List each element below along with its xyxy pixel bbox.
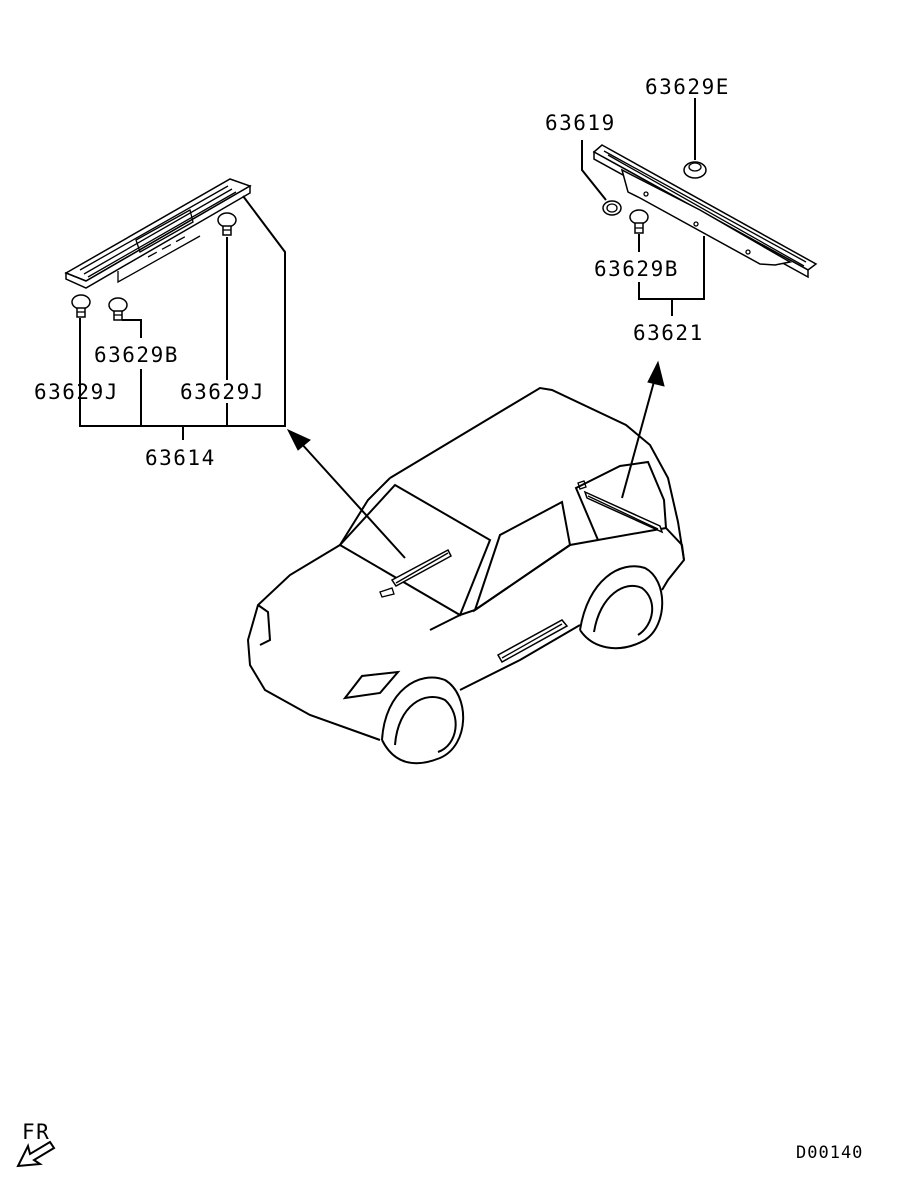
grommet-63619-drawing bbox=[602, 200, 622, 216]
label-63629J-left: 63629J bbox=[34, 380, 119, 404]
label-63619: 63619 bbox=[545, 111, 616, 135]
vehicle-outline-drawing bbox=[246, 386, 686, 765]
label-63629B-right: 63629B bbox=[594, 257, 679, 281]
front-indicator-label: FR bbox=[22, 1120, 50, 1144]
left-leader-lines bbox=[79, 195, 286, 440]
clip-63629J-right-drawing bbox=[217, 212, 237, 236]
front-scuff-plate-drawing bbox=[64, 178, 252, 289]
clip-63629J-left-drawing bbox=[71, 294, 91, 318]
clip-63629B-right-drawing bbox=[629, 209, 649, 234]
label-63614: 63614 bbox=[145, 446, 216, 470]
label-63629J-right: 63629J bbox=[180, 380, 265, 404]
label-63629E: 63629E bbox=[645, 75, 730, 99]
diagram-code: D00140 bbox=[796, 1143, 863, 1163]
label-63629B-left: 63629B bbox=[94, 343, 179, 367]
clip-63629E-drawing bbox=[683, 161, 707, 179]
pointer-arrows bbox=[286, 360, 665, 559]
rear-scuff-plate-drawing bbox=[592, 144, 818, 279]
right-leader-lines bbox=[581, 98, 705, 316]
label-63621: 63621 bbox=[633, 321, 704, 345]
clip-63629B-left-drawing bbox=[108, 297, 128, 321]
front-arrow-icon bbox=[16, 1140, 56, 1168]
front-direction-indicator: FR bbox=[16, 1120, 56, 1168]
